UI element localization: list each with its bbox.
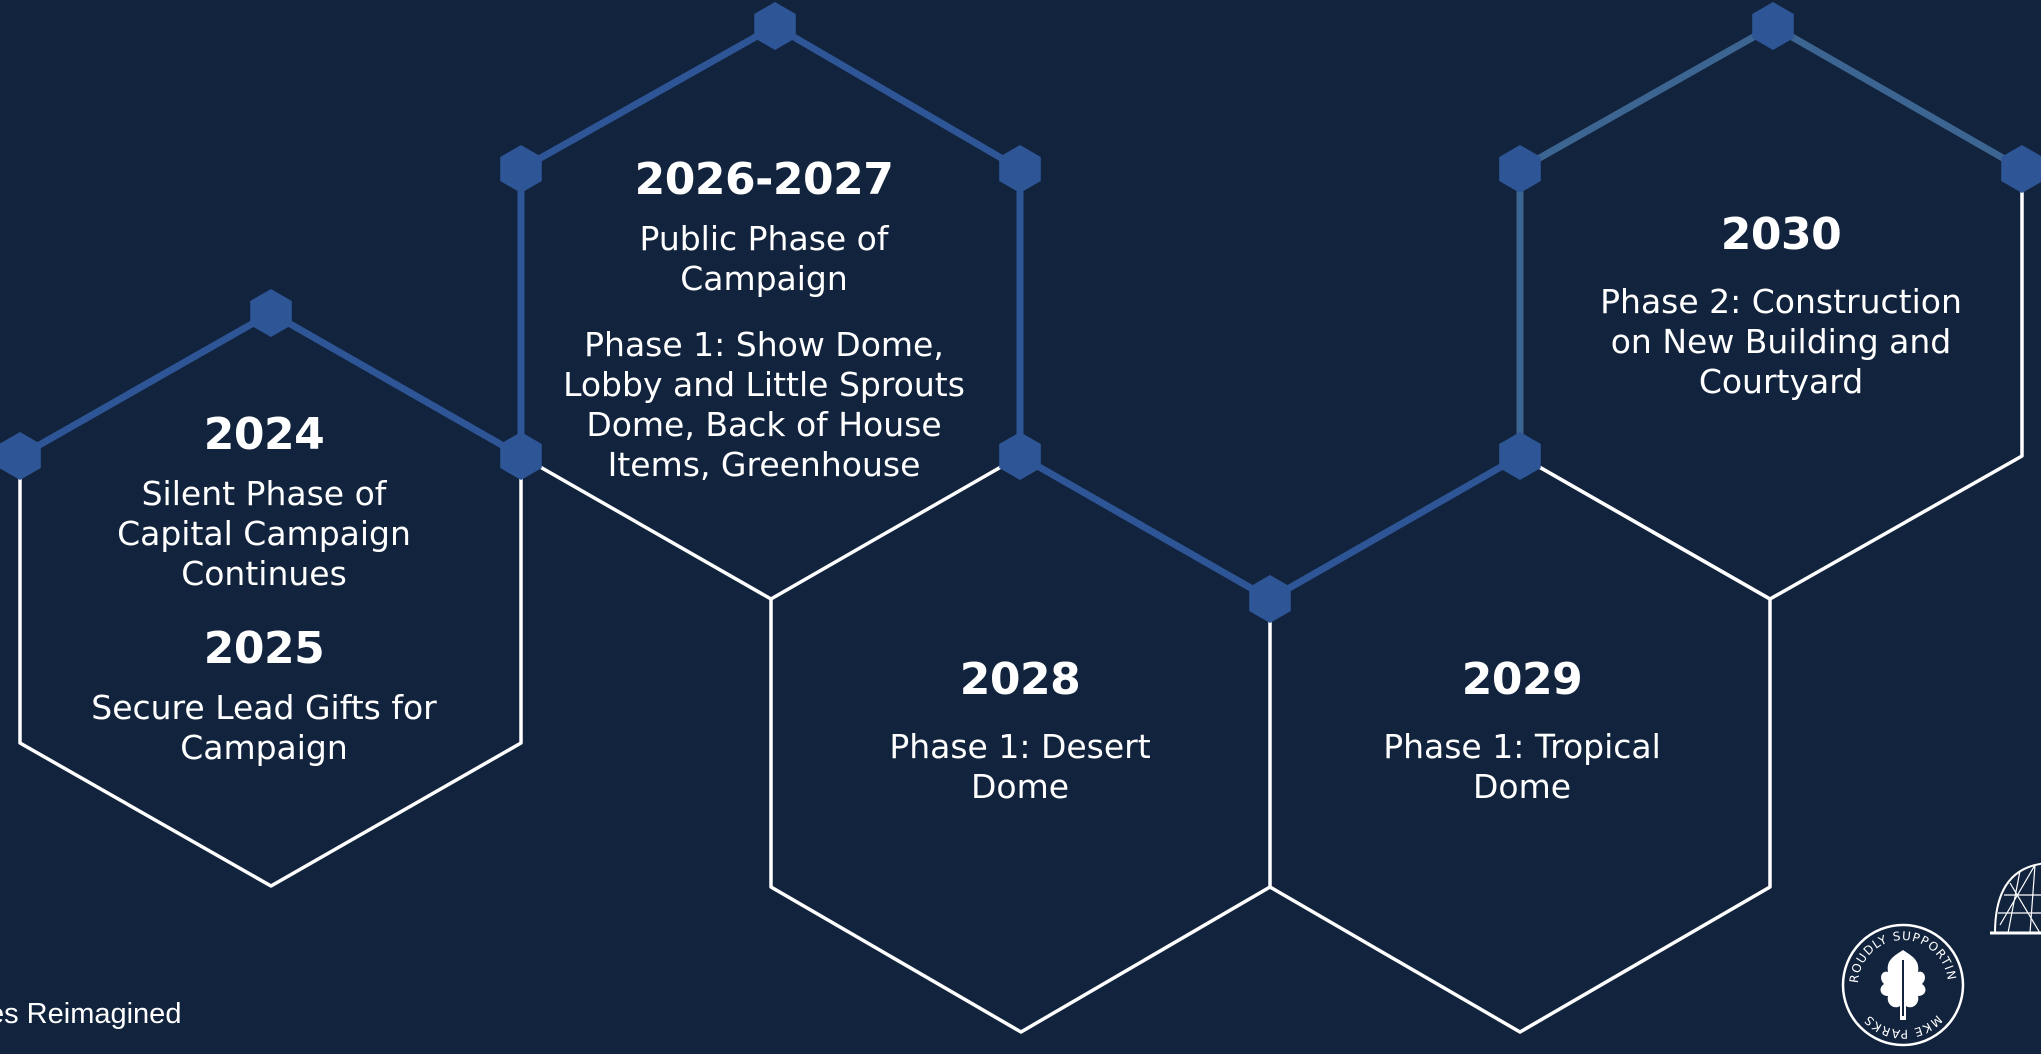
desc-2029: Phase 1: Tropical Dome [1312, 727, 1732, 807]
dome-logo [1990, 855, 2041, 935]
hexagon-node-icon [1249, 575, 1291, 623]
desc-line: Silent Phase of [141, 474, 387, 513]
hexagon-node-icon [2001, 145, 2041, 193]
desc-2030: Phase 2: Construction on New Building an… [1561, 282, 2001, 402]
desc-line: Dome, Back of House [586, 405, 942, 444]
hex-node-layer [0, 2, 2041, 623]
desc-2024: Silent Phase of Capital Campaign Continu… [74, 474, 454, 594]
desc-line: Dome [1472, 767, 1572, 806]
desc-line: Phase 1: Desert [889, 727, 1151, 766]
year-2029: 2029 [1461, 654, 1583, 705]
hex-block-2026-2027: 2026-2027 Public Phase of Campaign Phase… [544, 155, 984, 485]
hex-block-2029: 2029 Phase 1: Tropical Dome [1312, 655, 1732, 807]
year-2025: 2025 [203, 623, 325, 674]
hexagon-node-icon [1752, 2, 1794, 50]
hex-block-2028: 2028 Phase 1: Desert Dome [810, 655, 1230, 807]
dome-icon [1990, 862, 2041, 935]
hex-outline-layer [18, 168, 2024, 1034]
hexagon-node-icon [1499, 145, 1541, 193]
desc-line: Items, Greenhouse [607, 445, 921, 484]
hexagon-node-icon [1499, 432, 1541, 480]
desc-line: Courtyard [1698, 362, 1864, 401]
hexagon-node-icon [250, 289, 292, 337]
year-2030: 2030 [1720, 209, 1842, 260]
hex-outline-2024 [18, 456, 523, 888]
desc-line: Public Phase of [639, 219, 889, 258]
hexagon-node-icon [0, 432, 41, 480]
desc-2025: Secure Lead Gifts for Campaign [74, 688, 454, 768]
desc-line: Dome [970, 767, 1070, 806]
hexagon-node-icon [500, 145, 542, 193]
hex-block-2030: 2030 Phase 2: Construction on New Buildi… [1561, 210, 2001, 402]
desc-line: Phase 2: Construction [1600, 282, 1962, 321]
hexagon-node-icon [999, 145, 1041, 193]
desc-line: Campaign [180, 728, 348, 767]
desc-line: Phase 1: Tropical [1383, 727, 1661, 766]
hexagon-node-icon [500, 432, 542, 480]
hexagon-node-icon [999, 432, 1041, 480]
mke-parks-badge: PROUDLY SUPPORTING MKE PARKS [1833, 909, 1968, 1050]
desc-line: Phase 1: Show Dome, [584, 325, 944, 364]
desc-line: Lobby and Little Sprouts [563, 365, 965, 404]
desc-phase1-show-dome: Phase 1: Show Dome, Lobby and Little Spr… [544, 325, 984, 485]
desc-line: Continues [181, 554, 347, 593]
desc-line: Secure Lead Gifts for [91, 688, 437, 727]
hex-outline-2030 [1519, 168, 2024, 601]
accent-edge-2030 [1516, 21, 2026, 460]
desc-2028: Phase 1: Desert Dome [810, 727, 1230, 807]
footer-title: es Reimagined [0, 998, 182, 1030]
desc-line: on New Building and [1610, 322, 1952, 361]
hex-outline-2028 [769, 599, 1272, 1034]
year-2024: 2024 [203, 409, 325, 460]
desc-line: Campaign [680, 259, 848, 298]
desc-2026-2027: Public Phase of Campaign [544, 219, 984, 299]
oak-leaf-icon: PROUDLY SUPPORTING MKE PARKS [1833, 909, 1965, 1047]
year-2028: 2028 [959, 654, 1081, 705]
hex-block-2024-2025: 2024 Silent Phase of Capital Campaign Co… [74, 410, 454, 768]
desc-line: Capital Campaign [117, 514, 411, 553]
year-2026-2027: 2026-2027 [634, 154, 894, 205]
hexagon-node-icon [754, 2, 796, 50]
